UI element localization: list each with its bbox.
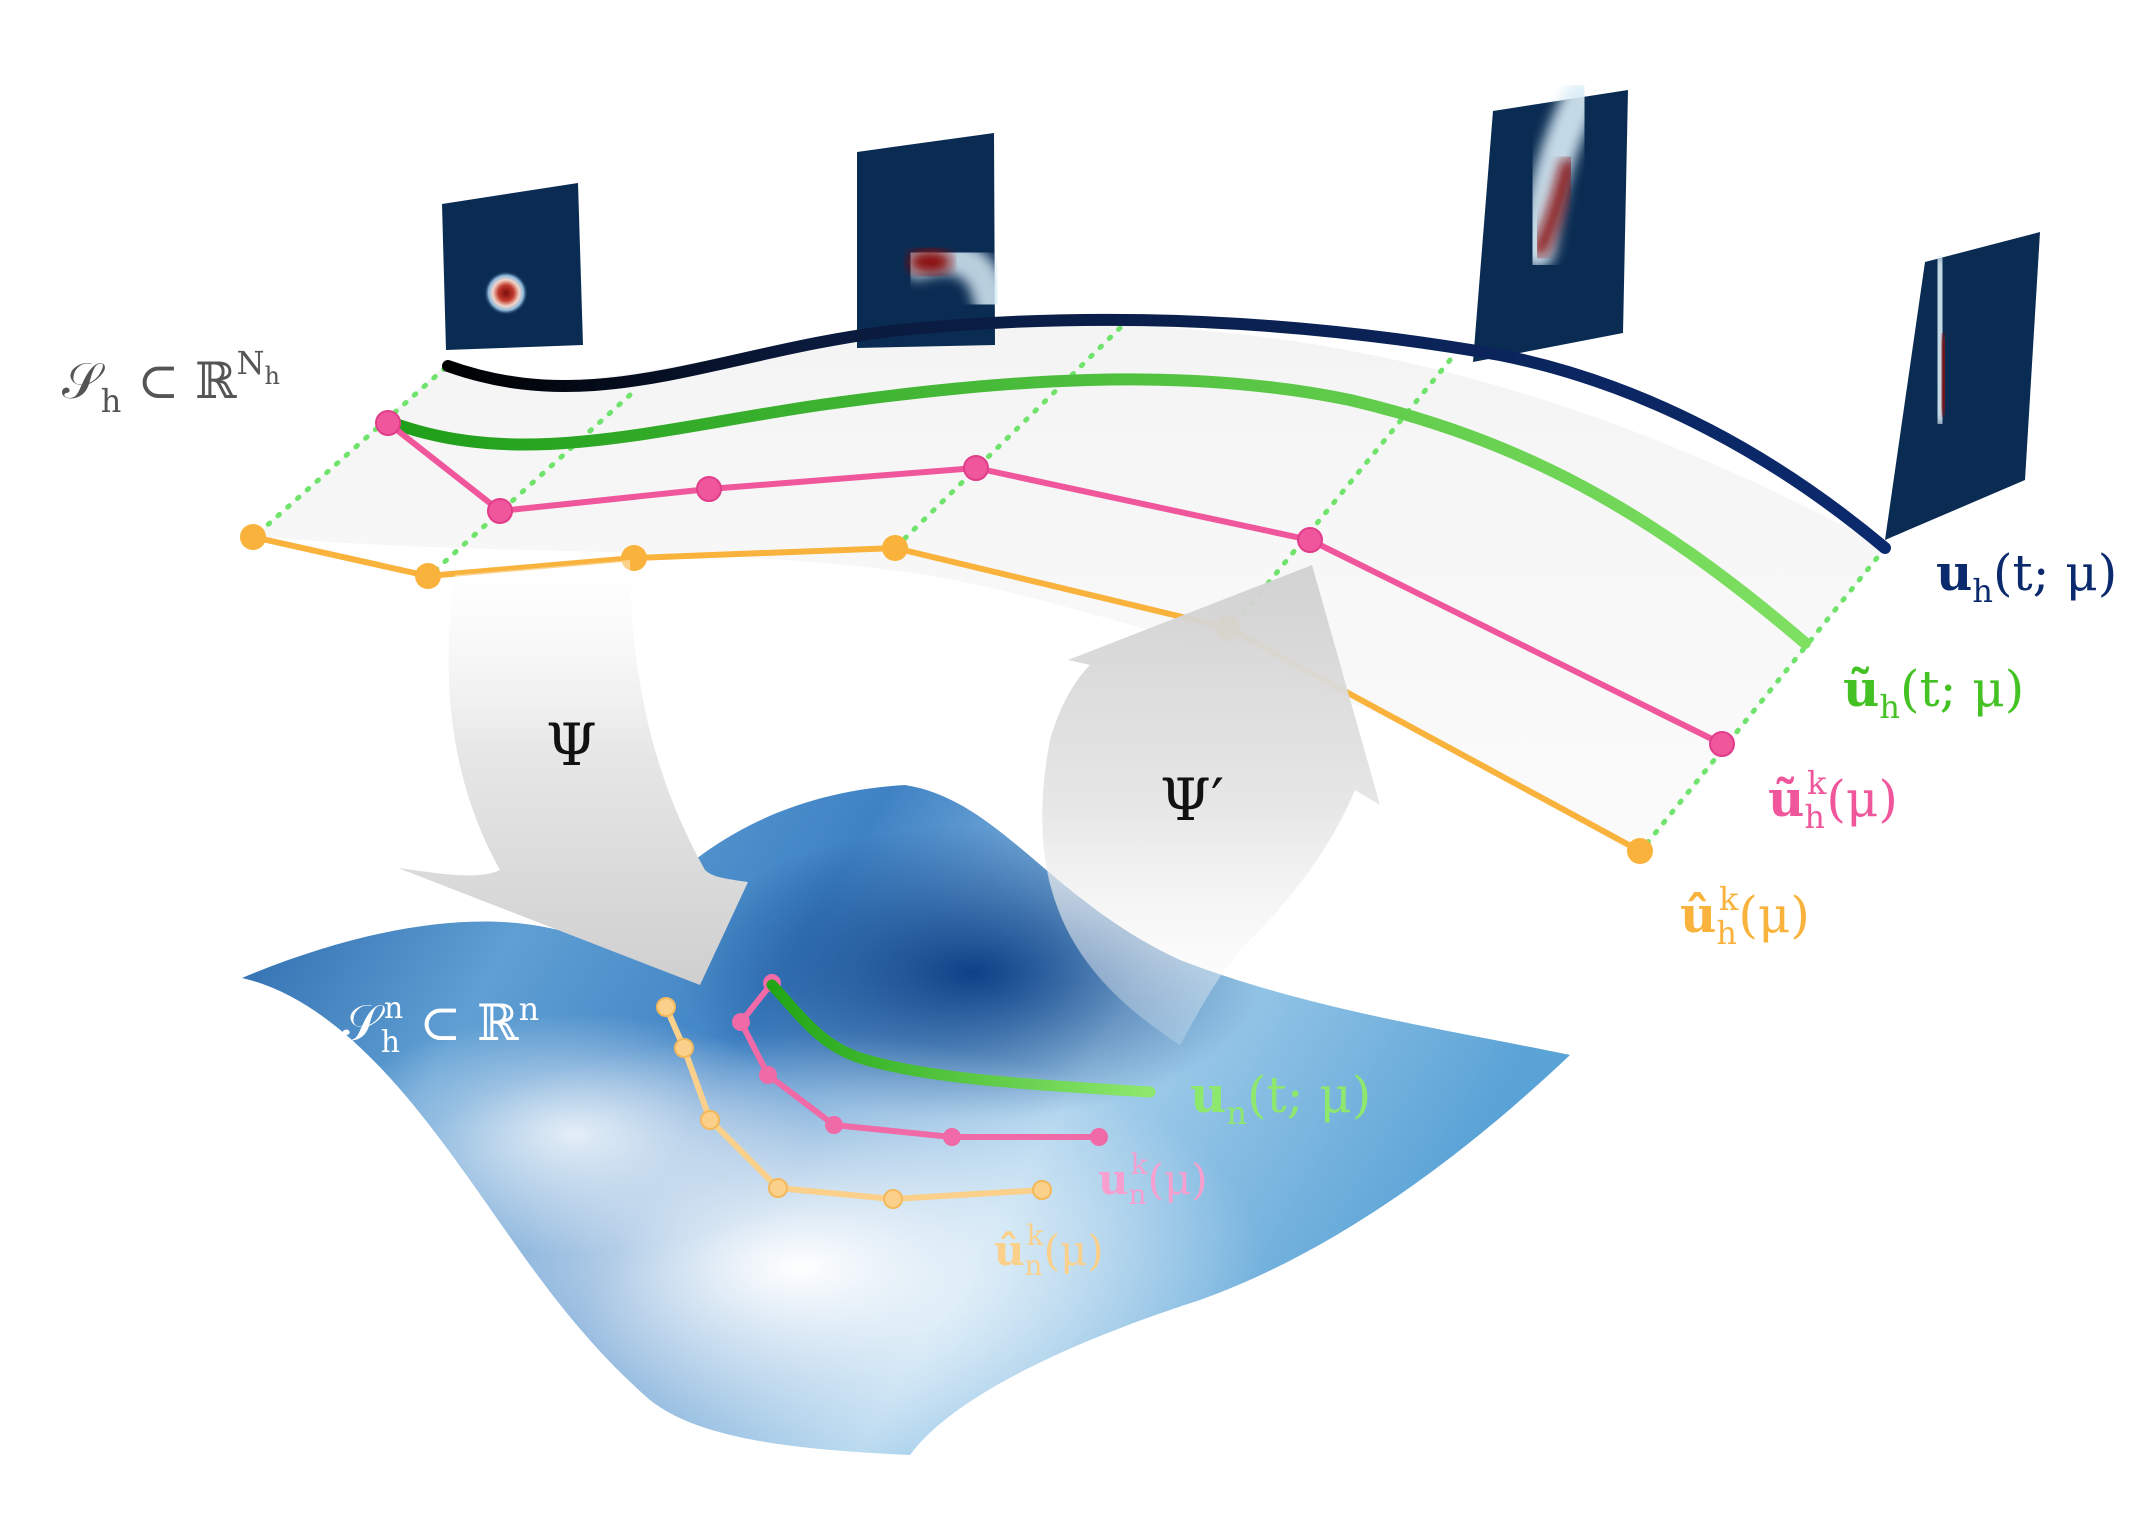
discrete-reconstruction-label: ũhk(μ)	[1768, 764, 1898, 836]
discrete-reconstruction-polyline	[375, 410, 1735, 757]
encoder-label: Ψ	[546, 711, 597, 779]
discrete-hat-label: ûhk(μ)	[1680, 880, 1810, 952]
decoder-arrow	[1042, 565, 1380, 1045]
snapshot-3	[1473, 82, 1628, 362]
manifold-low-label: 𝒮hn ⊂ ℝn	[342, 990, 539, 1060]
latent-manifold-surface	[242, 785, 1570, 1455]
exact-solution-curve	[442, 313, 1891, 554]
snapshot-2	[857, 133, 1007, 348]
snapshot-1	[442, 183, 583, 350]
snapshot-4	[1885, 232, 2040, 540]
reconstructed-solution-label: ũh(t; μ)	[1843, 659, 2024, 726]
latent-hat-polyline	[656, 997, 1052, 1209]
latent-solution-label: un(t; μ)	[1190, 1065, 1371, 1132]
manifold-high-label: 𝒮h ⊂ ℝNh	[62, 344, 280, 420]
reconstructed-solution-curve	[384, 373, 1811, 649]
decoder-label: Ψ′	[1160, 766, 1224, 834]
latent-discrete-polyline	[732, 974, 1108, 1146]
latent-hat-label: ûnk(μ)	[994, 1219, 1104, 1282]
encoder-arrow	[398, 560, 748, 985]
latent-discrete-label: unk(μ)	[1098, 1148, 1208, 1211]
exact-solution-label: uh(t; μ)	[1936, 543, 2117, 610]
latent-solution-curve	[766, 979, 1156, 1098]
